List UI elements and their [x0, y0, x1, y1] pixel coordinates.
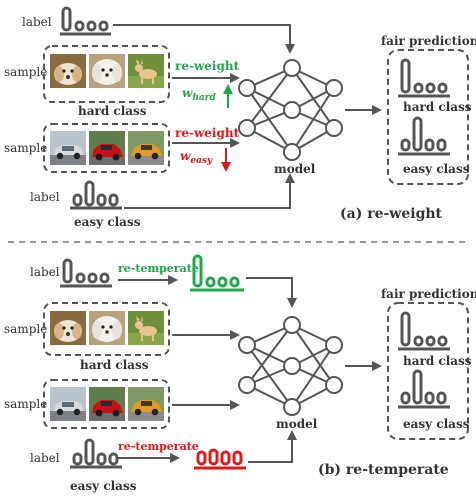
model-label: model [274, 162, 316, 176]
model-network [238, 316, 343, 416]
dog-image [89, 54, 125, 88]
label-histogram-hard [60, 6, 111, 36]
fair-prediction-box [387, 49, 469, 185]
label-to-model-arrow [124, 173, 295, 209]
car-image [89, 131, 125, 165]
panel-a: label sample hard class re-weight whard … [4, 6, 476, 229]
dog-image [128, 54, 164, 88]
sample-text: sample [4, 65, 47, 79]
prediction-histogram-hard [398, 58, 450, 98]
hard-class-caption: hard class [78, 104, 147, 118]
prediction-histogram-easy [398, 369, 450, 409]
prediction-histogram-hard [398, 311, 450, 351]
hard-class-caption: hard class [80, 358, 149, 372]
sample-text: sample [4, 141, 47, 155]
prediction-histogram-easy [398, 116, 450, 156]
prediction-easy-label: easy class [403, 417, 470, 431]
hard-class-sample-box [43, 302, 170, 356]
fair-prediction-title: fair prediction [381, 34, 476, 48]
prediction-hard-label: hard class [403, 100, 472, 114]
easy-class-sample-box [43, 123, 170, 173]
label-histogram-hard [60, 258, 112, 288]
label-to-model-arrow [113, 24, 295, 54]
softened-label-histogram-hard [190, 254, 244, 292]
dog-image [50, 54, 86, 88]
dog-image [128, 311, 164, 345]
label-text: label [22, 15, 52, 29]
fair-prediction-box [387, 302, 469, 440]
prediction-hard-label: hard class [403, 354, 472, 368]
retemperate-hard-label: re-temperate [118, 262, 199, 275]
panel-a-caption: (a) re-weight [340, 206, 443, 222]
easy-class-sample-box [43, 379, 170, 429]
car-image [128, 131, 164, 165]
model-label: model [276, 417, 318, 431]
reweight-hard-label: re-weight [175, 59, 240, 73]
label-text: label [30, 451, 60, 465]
model-network [238, 59, 343, 161]
softened-to-model-arrow [248, 430, 297, 463]
retemperate-easy-label: re-temperate [118, 440, 199, 453]
sample-text: sample [4, 322, 47, 336]
label-histogram-easy [70, 180, 122, 210]
softened-label-histogram-easy [194, 448, 246, 470]
panel-b: label re-temperate sample hard class sam… [4, 254, 476, 493]
car-image [128, 387, 164, 421]
w-hard-symbol: whard [182, 86, 216, 103]
easy-class-caption: easy class [70, 479, 137, 493]
prediction-easy-label: easy class [403, 162, 470, 176]
panel-b-caption: (b) re-temperate [318, 462, 449, 478]
softened-to-model-arrow [246, 277, 297, 308]
label-text: label [30, 265, 60, 279]
easy-class-caption: easy class [74, 215, 141, 229]
dog-image [50, 311, 86, 345]
label-histogram-easy [70, 438, 122, 469]
dog-image [89, 311, 125, 345]
reweight-easy-label: re-weight [175, 126, 240, 140]
car-image [50, 131, 86, 165]
w-easy-symbol: weasy [180, 149, 213, 166]
fair-prediction-title: fair prediction [381, 287, 476, 301]
sample-text: sample [4, 397, 47, 411]
hard-class-sample-box [43, 45, 170, 103]
label-text: label [30, 190, 60, 204]
car-image [50, 387, 86, 421]
car-image [89, 387, 125, 421]
